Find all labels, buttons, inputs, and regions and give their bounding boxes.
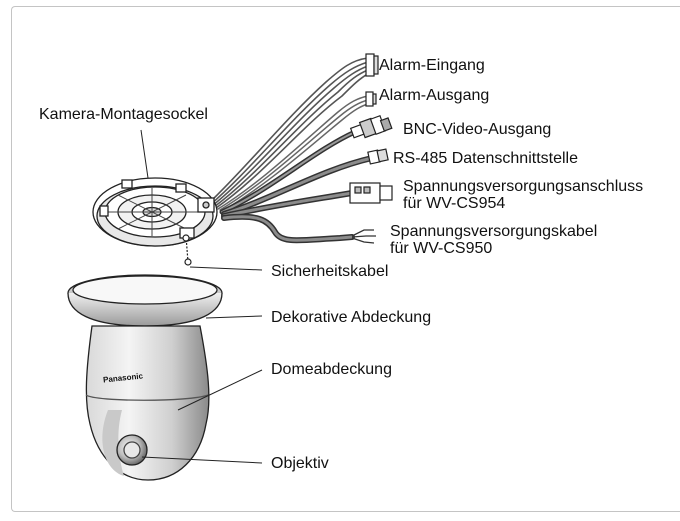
label-mount-base: Kamera-Montagesockel <box>39 106 208 123</box>
decorative-cover <box>68 275 222 326</box>
bnc-connector <box>351 116 392 138</box>
label-decorative-cover: Dekorative Abdeckung <box>271 309 431 326</box>
rs485-connector <box>368 149 388 164</box>
label-power-connector-2: für WV-CS954 <box>403 195 505 212</box>
label-rs485: RS-485 Datenschnittstelle <box>393 150 578 167</box>
power-cable-wires <box>352 230 376 243</box>
label-power-connector-1: Spannungsversorgungsanschluss <box>403 178 643 195</box>
label-bnc-output: BNC-Video-Ausgang <box>403 121 551 138</box>
label-power-cable-1: Spannungsversorgungskabel <box>390 223 597 240</box>
label-safety-cable: Sicherheitskabel <box>271 263 388 280</box>
label-alarm-output: Alarm-Ausgang <box>379 87 489 104</box>
power-cable <box>224 217 352 241</box>
label-power-cable-2: für WV-CS950 <box>390 240 492 257</box>
label-dome-cover: Domeabdeckung <box>271 361 392 378</box>
alarm-output-connector <box>366 92 376 106</box>
alarm-input-connector <box>366 54 378 76</box>
mount-base <box>93 178 217 246</box>
power-connector <box>350 183 392 203</box>
cable-bundle <box>208 58 372 240</box>
label-alarm-input: Alarm-Eingang <box>379 57 485 74</box>
label-lens: Objektiv <box>271 455 329 472</box>
